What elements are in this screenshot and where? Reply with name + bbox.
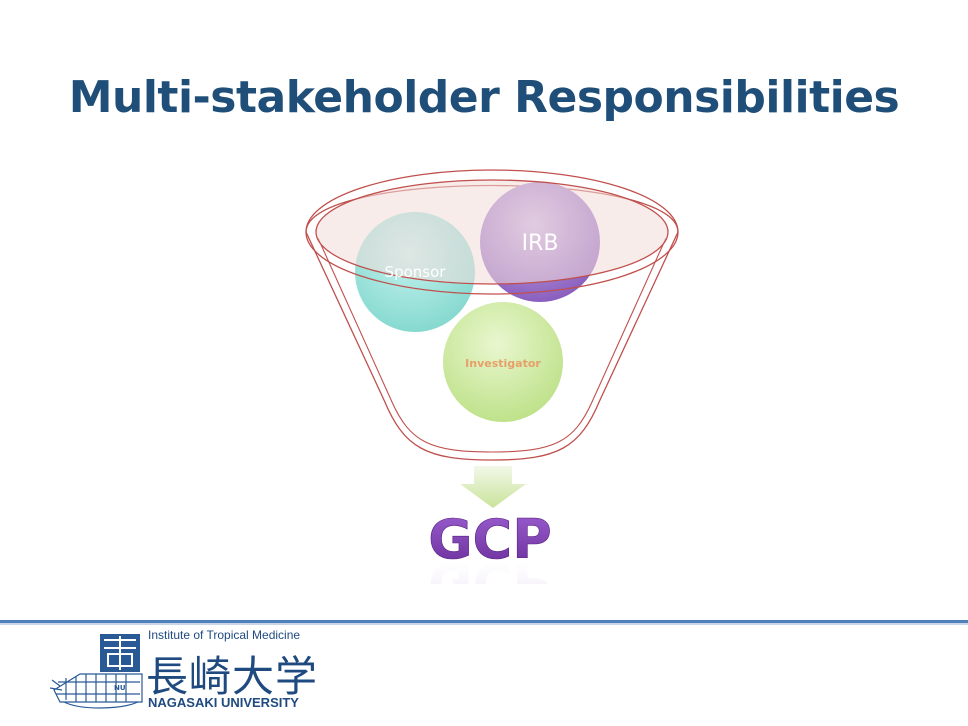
investigator-label: Investigator xyxy=(465,357,541,370)
funnel-rim xyxy=(315,179,669,285)
investigator-bubble xyxy=(443,302,563,422)
down-arrow-icon xyxy=(460,466,526,508)
irb-label: IRB xyxy=(522,231,559,256)
funnel-rim-outer xyxy=(305,169,679,295)
institute-name: Institute of Tropical Medicine xyxy=(148,628,301,642)
funnel-inner-edge xyxy=(317,237,667,453)
gcp-label: GCP xyxy=(428,508,552,571)
footer-divider-shadow xyxy=(0,623,968,625)
university-name-en: NAGASAKI UNIVERSITY xyxy=(148,695,299,710)
sponsor-label: Sponsor xyxy=(385,263,447,281)
svg-text:NU: NU xyxy=(114,684,126,692)
nagasaki-university-logo: NU xyxy=(50,634,143,709)
slide-title: Multi-stakeholder Responsibilities xyxy=(68,72,900,123)
gcp-reflection: GCP xyxy=(428,551,552,614)
footer-divider xyxy=(0,620,968,623)
university-name-jp: 長崎大学 xyxy=(146,652,319,701)
